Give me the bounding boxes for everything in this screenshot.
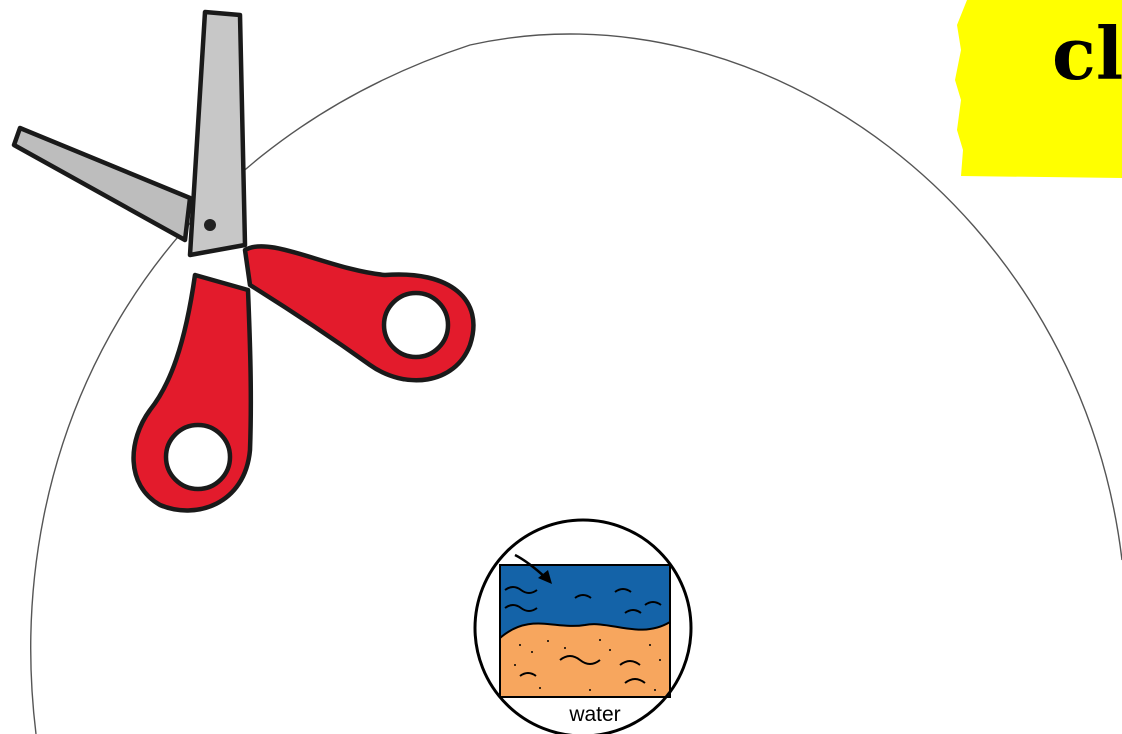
water-label: water — [540, 704, 650, 725]
title-text: cl — [1052, 18, 1122, 90]
water-sand-icon — [475, 520, 691, 734]
scissors-icon — [14, 12, 473, 510]
